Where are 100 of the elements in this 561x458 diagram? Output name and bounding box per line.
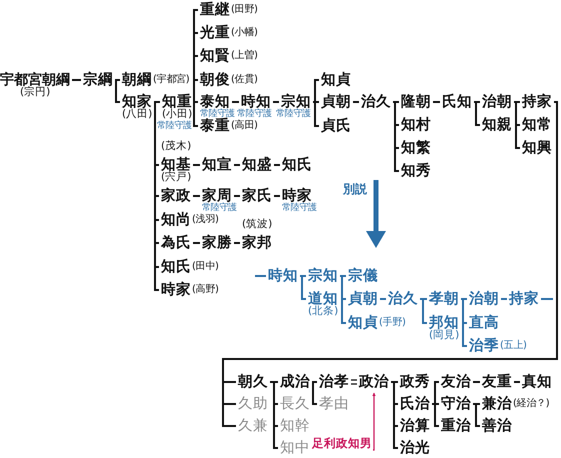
name-label: 知村 [401,116,431,134]
name-label: 知貞 [348,314,378,332]
name-label: 宗知 [281,93,311,110]
name-label: 貞氏 [321,117,351,135]
name-label: 知氏 [161,258,191,276]
name-label: 政秀 [400,373,430,391]
connector-line [340,275,346,277]
name-label: 知盛 [242,156,272,174]
note-label: (宍戸) [161,171,192,184]
connector-line [193,79,198,103]
note-label: (筑波) [242,218,272,231]
name-label: 治光 [400,439,430,457]
name-label: 知宣 [202,156,232,174]
name-label: 氏治 [400,395,430,413]
connector-line [274,164,280,166]
name-label: 貞朝 [348,290,378,308]
note-label: (浅羽) [192,213,219,226]
name-label: 久兼 [238,417,268,435]
name-label: 朝久 [238,373,268,391]
name-label: 持家 [509,290,539,308]
connector-line [313,101,319,127]
connector-line [193,164,200,166]
note-label: (高野) [192,283,219,296]
note-label: 常陸守護 [237,108,272,120]
connector-line [380,298,386,300]
name-label: 知中 [280,439,310,457]
note-label: (手野) [379,316,406,329]
connector-line [473,381,480,383]
connector-line [393,101,399,103]
name-label: 時知 [268,267,298,285]
name-label: 泰知 [200,93,230,110]
name-label: 時家 [161,281,191,299]
name-label: 家周 [202,187,232,204]
name-label: 知親 [482,116,512,134]
name-label: 光重 [200,24,230,42]
note-label: (小田) [162,108,192,120]
name-label: 長久 [280,395,310,413]
name-label: 朝俊 [200,71,230,89]
name-label: 宗儀 [348,267,378,285]
note-label: (経治？) [513,397,550,410]
connector-line [115,79,120,81]
name-label: 友治 [441,373,471,391]
name-label: 治算 [400,417,430,435]
note-label: (田野) [231,3,258,16]
connector-line [273,101,279,103]
connector-line [114,79,120,103]
name-label: 治朝 [482,93,512,111]
name-label: 知氏 [282,156,312,174]
name-label: 知興 [522,139,552,157]
name-label: 重治 [441,417,471,435]
connector-line [154,101,160,103]
name-label: 宗綱 [83,71,113,89]
note-label: (宇都宮) [153,73,190,86]
connector-line [353,101,359,103]
note-label: 常陸守護 [157,120,192,133]
connector-line [300,275,306,277]
name-label: 治久 [361,93,391,111]
connector-line [234,195,240,197]
name-label: 邦知 [429,314,459,331]
note-label: (八田) [122,108,152,121]
name-label: 知幹 [280,417,310,435]
name-label: 成治 [280,373,310,391]
name-label: 治孝 [319,373,349,391]
note-label: (田中) [192,260,219,273]
name-label: 隆朝 [401,93,431,111]
name-label: 治朝 [469,290,499,308]
connector-line [274,195,280,197]
connector-line [420,298,427,324]
connector-line [432,403,439,427]
name-label: 知貞 [321,71,351,89]
connector-line [234,242,240,244]
connector-line [514,101,520,103]
name-label: 持家 [522,93,552,111]
name-label: 家勝 [202,234,232,252]
connector-line [473,403,480,427]
connector-line [313,101,319,103]
name-label: 知重 [162,93,192,110]
note-label: 常陸守護 [202,202,237,214]
note-label: (小幡) [231,26,258,39]
connector-line [501,298,507,300]
name-label: 時知 [241,93,271,110]
name-label: 孝朝 [429,290,459,308]
connector-line [72,79,81,81]
connector-line [312,381,317,405]
name-label: 時家 [282,187,312,204]
name-label: 朝綱 [122,71,152,89]
note-label: (宗円) [20,86,50,99]
note-label: (佐貫) [231,73,258,86]
name-label: 直高 [469,314,499,332]
name-label: 知賢 [200,47,230,65]
connector-line [433,101,440,103]
connector-line [372,392,376,451]
note-label: (茂木) [161,140,192,153]
name-label: 善治 [482,417,512,435]
connector-line [432,381,439,405]
connector-line [193,195,200,197]
label-text: 別説 [343,181,367,198]
note-label: 常陸守護 [276,108,311,121]
name-label: 足利政知男 [312,435,372,452]
note-label: (高田) [231,119,258,132]
